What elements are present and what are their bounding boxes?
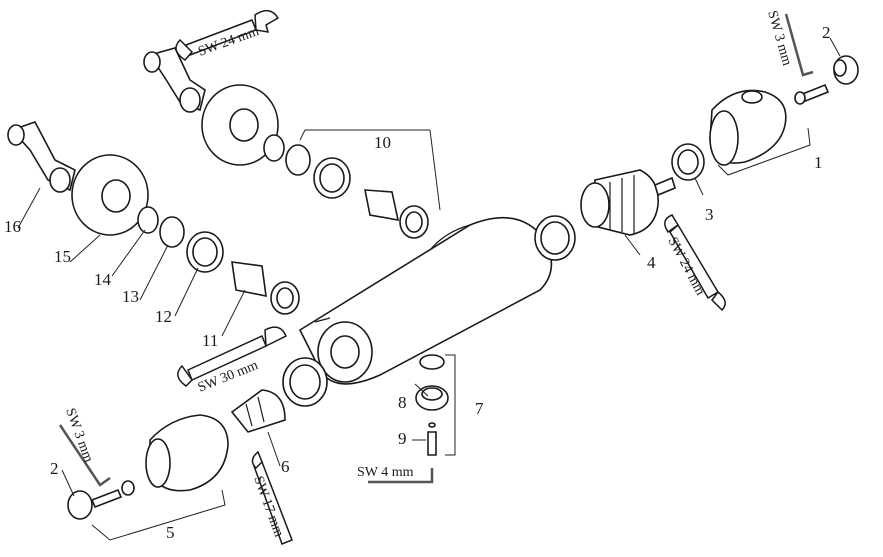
bracket-part-1 <box>717 127 811 176</box>
tool-label-sw17: SW 17 mm <box>250 474 286 539</box>
part-14-filter <box>137 206 159 234</box>
s-connector-top <box>143 47 206 113</box>
wrench-sw30 <box>177 326 287 387</box>
hexkey-sw3-left <box>58 424 111 487</box>
thermostat-body <box>298 217 553 385</box>
part-11-nut <box>231 261 300 315</box>
wrench-sw17 <box>251 450 293 545</box>
part-15-escutcheon <box>71 154 149 236</box>
part-12-sleeve <box>186 231 224 273</box>
part-3-ring-nut <box>671 143 705 181</box>
bracket-part-10 <box>299 129 441 211</box>
callout-5: 5 <box>166 523 175 542</box>
part-10-valve-assembly <box>263 134 429 239</box>
callout-12: 12 <box>155 307 172 326</box>
wrench-sw24-top <box>175 9 280 61</box>
callout-15: 15 <box>54 247 71 266</box>
tool-label-sw4: SW 4 mm <box>357 465 414 480</box>
callout-3: 3 <box>705 205 714 224</box>
callout-14: 14 <box>94 270 112 289</box>
callout-7: 7 <box>475 399 484 418</box>
part-1-thermostat-handle <box>709 89 787 166</box>
callout-6: 6 <box>281 457 290 476</box>
callout-4: 4 <box>647 253 656 272</box>
bracket-part-7 <box>445 354 456 456</box>
tool-label-sw3-top: SW 3 mm <box>764 9 794 68</box>
part-5-flow-handle <box>145 414 229 492</box>
escutcheon-top <box>201 84 279 166</box>
callout-10: 10 <box>374 133 391 152</box>
part-2-handle-cap-right <box>794 55 859 105</box>
part-6-flow-cartridge <box>230 389 286 433</box>
callout-8: 8 <box>398 393 407 412</box>
callout-13: 13 <box>122 287 139 306</box>
callout-16: 16 <box>4 217 21 236</box>
hexkey-sw3-top <box>784 13 814 77</box>
part-7-o-ring <box>419 354 445 370</box>
part-4-thermostatic-cartridge <box>580 169 676 236</box>
seal-ring-left <box>282 357 328 407</box>
hexkey-sw4 <box>368 468 434 484</box>
wrench-sw24-right <box>664 214 726 312</box>
leader-lines <box>17 37 841 497</box>
seal-ring-right <box>534 215 576 261</box>
callout-11: 11 <box>202 331 218 350</box>
part-9-screw <box>427 422 437 456</box>
part-16-s-connector <box>7 121 76 193</box>
bracket-part-5 <box>91 489 226 541</box>
callout-1: 1 <box>814 153 823 172</box>
part-2-handle-cap-left <box>67 480 135 520</box>
callout-9: 9 <box>398 429 407 448</box>
callout-2-left: 2 <box>50 459 59 478</box>
part-13-check-valve <box>159 216 185 248</box>
callout-2-right: 2 <box>822 23 831 42</box>
